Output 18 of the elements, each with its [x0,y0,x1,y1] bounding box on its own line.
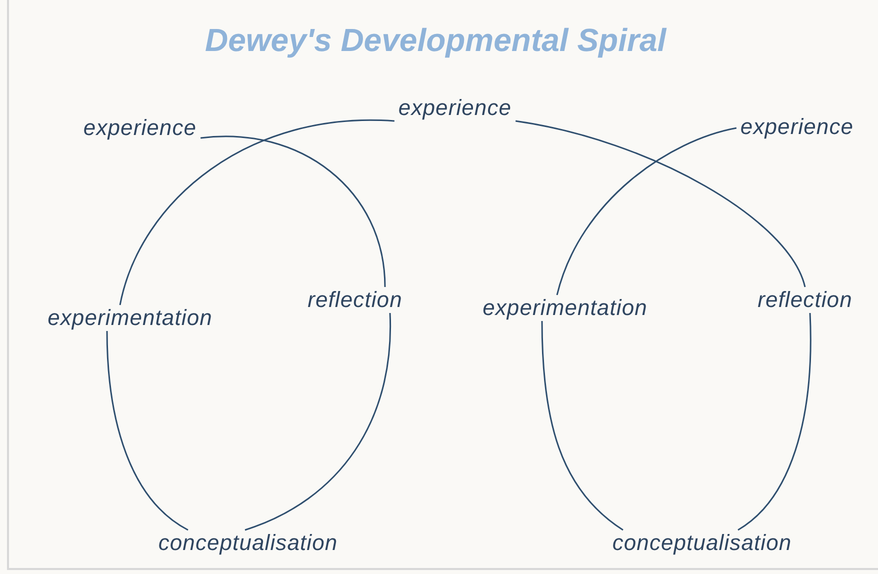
spiral-curve [738,312,812,531]
step-label: experience [394,95,516,121]
spiral-curve [556,127,737,296]
title: Dewey's Developmental Spiral [205,21,666,60]
step-label: reflection [304,287,406,313]
step-label: reflection [754,287,856,313]
step-label: conceptualisation [154,530,342,556]
step-label: experimentation [44,305,216,331]
spiral-curve [541,320,624,531]
step-label: experience [736,114,858,140]
spiral-curve [119,120,394,306]
spiral-curve [106,330,188,531]
spiral-curve [515,120,806,288]
step-label: experimentation [478,295,652,321]
spiral-curve [200,136,386,288]
step-label: experience [79,115,201,141]
step-label: conceptualisation [608,530,796,556]
spiral-curve [244,313,391,531]
